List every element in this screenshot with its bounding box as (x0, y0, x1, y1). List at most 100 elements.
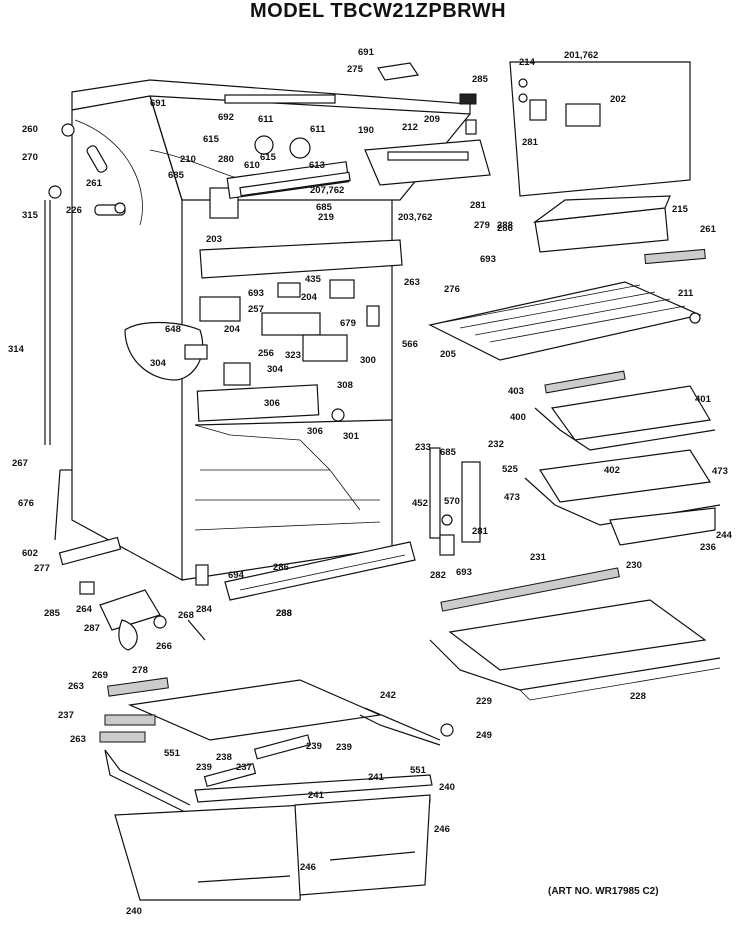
callout-label: 551 (164, 748, 181, 759)
callout-label: 244 (716, 530, 733, 541)
callout-label: 285 (472, 74, 489, 85)
callout-label: 215 (672, 204, 689, 215)
callout-label: 685 (168, 170, 185, 181)
callout-label: 566 (402, 339, 418, 350)
callout-label: 263 (68, 681, 84, 692)
callout-label: 231 (530, 552, 547, 563)
callout-label: 204 (224, 324, 241, 335)
callout-label: 685 (316, 202, 333, 213)
callout-label: 230 (626, 560, 642, 571)
callout-label: 238 (216, 752, 232, 763)
callout-label: 693 (480, 254, 496, 265)
callout-label: 207,762 (310, 185, 344, 196)
callout-label: 240 (126, 906, 142, 917)
callout-label: 452 (412, 498, 428, 509)
callout-label: 691 (150, 98, 167, 109)
callout-label: 203 (206, 234, 222, 245)
callout-label: 275 (347, 64, 364, 75)
lower-left-parts (58, 536, 206, 651)
callout-label: 257 (248, 304, 264, 315)
callout-label: 212 (402, 122, 418, 133)
callout-label: 306 (307, 426, 323, 437)
top-components (61, 62, 491, 226)
callout-label: 269 (92, 670, 108, 681)
callout-label: 401 (695, 394, 712, 405)
callout-label: 301 (343, 431, 360, 442)
callout-label: 232 (488, 439, 504, 450)
callout-label: 615 (260, 152, 277, 163)
callout-label: 237 (236, 762, 252, 773)
callout-label: 288 (276, 608, 292, 619)
glass-shelf-lower (429, 567, 721, 701)
callout-label: 276 (444, 284, 460, 295)
callout-label: 281 (522, 137, 539, 148)
callout-labels: 691 275 285 214 201,762 202 691 692 611 … (8, 47, 733, 917)
art-number: (ART NO. WR17985 C2) (548, 886, 659, 897)
callout-label: 246 (434, 824, 450, 835)
callout-label: 570 (444, 496, 460, 507)
glass-shelf-upper (534, 370, 716, 451)
callout-label: 241 (308, 790, 325, 801)
page-title: MODEL TBCW21ZPBRWH (250, 0, 507, 22)
callout-label: 611 (258, 114, 274, 125)
callout-label: 280 (218, 154, 234, 165)
callout-label: 400 (510, 412, 526, 423)
center-parts (124, 239, 403, 422)
callout-label: 693 (248, 288, 264, 299)
bottom-grille (195, 541, 416, 601)
callout-label: 679 (340, 318, 356, 329)
callout-label: 229 (476, 696, 492, 707)
callout-label: 473 (712, 466, 728, 477)
callout-label: 613 (309, 160, 325, 171)
callout-label: 685 (440, 447, 457, 458)
callout-label: 286 (497, 223, 513, 234)
callout-label: 266 (156, 641, 172, 652)
callout-label: 281 (472, 526, 489, 537)
callout-label: 219 (318, 212, 334, 223)
callout-label: 239 (336, 742, 352, 753)
callout-label: 694 (228, 570, 245, 581)
callout-label: 315 (22, 210, 39, 221)
crisper-frame (524, 449, 721, 546)
callout-label: 435 (305, 274, 322, 285)
callout-label: 204 (301, 292, 318, 303)
callout-label: 241 (368, 772, 385, 783)
callout-label: 201,762 (564, 50, 598, 61)
callout-label: 237 (58, 710, 74, 721)
callout-label: 264 (76, 604, 93, 615)
snack-pan (532, 195, 706, 265)
callout-label: 304 (267, 364, 284, 375)
callout-label: 239 (196, 762, 212, 773)
callout-label: 267 (12, 458, 28, 469)
callout-label: 214 (519, 57, 536, 68)
callout-label: 676 (18, 498, 34, 509)
callout-label: 205 (440, 349, 457, 360)
callout-label: 249 (476, 730, 492, 741)
callout-label: 246 (300, 862, 316, 873)
callout-label: 403 (508, 386, 524, 397)
callout-label: 602 (22, 548, 38, 559)
callout-label: 209 (424, 114, 440, 125)
callout-label: 284 (196, 604, 213, 615)
callout-label: 282 (430, 570, 446, 581)
callout-label: 306 (264, 398, 280, 409)
callout-label: 692 (218, 112, 234, 123)
callout-label: 277 (34, 563, 50, 574)
callout-label: 261 (86, 178, 103, 189)
callout-label: 308 (337, 380, 353, 391)
callout-label: 261 (700, 224, 717, 235)
callout-label: 402 (604, 465, 620, 476)
door-rails (429, 447, 481, 556)
callout-label: 263 (404, 277, 420, 288)
callout-label: 211 (678, 288, 694, 299)
callout-label: 281 (470, 200, 487, 211)
callout-label: 615 (203, 134, 220, 145)
callout-label: 314 (8, 344, 25, 355)
callout-label: 239 (306, 741, 322, 752)
callout-label: 473 (504, 492, 520, 503)
lower-crisper-area (99, 677, 454, 901)
callout-label: 242 (380, 690, 396, 701)
callout-label: 240 (439, 782, 455, 793)
